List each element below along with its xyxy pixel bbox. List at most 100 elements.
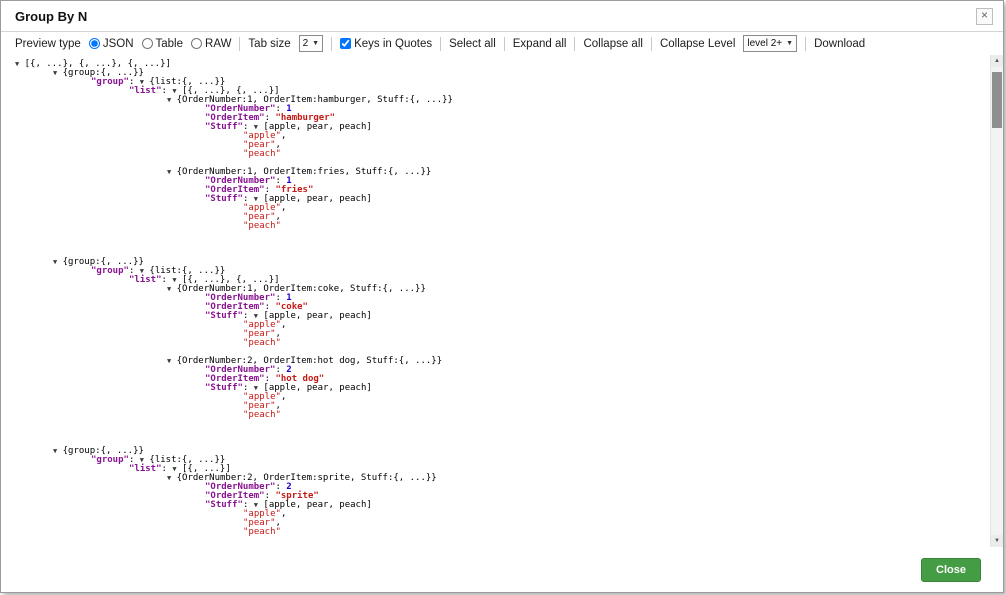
scroll-up-icon[interactable]: ▲: [991, 55, 1003, 67]
json-preview-text: :: [161, 275, 173, 285]
json-array-item: "peach": [243, 527, 281, 537]
json-preview-text: ,: [280, 509, 287, 519]
json-line: ▼ {OrderNumber:1, OrderItem:coke, Stuff:…: [15, 285, 989, 294]
json-line: "peach": [15, 411, 989, 420]
json-array-item: "apple": [243, 131, 281, 141]
collapse-triangle-icon[interactable]: ▼: [253, 501, 258, 509]
json-array-item: "pear": [243, 401, 276, 411]
json-line: "list": ▼ [{, ...}]: [15, 465, 989, 474]
json-preview-text: ,: [280, 203, 287, 213]
json-line: "OrderItem": "hamburger": [15, 114, 989, 123]
json-line: "peach": [15, 339, 989, 348]
json-preview-text: :: [128, 455, 140, 465]
toolbar-separator: [331, 36, 333, 51]
scrollbar-thumb[interactable]: [992, 72, 1002, 128]
collapse-triangle-icon[interactable]: ▼: [139, 456, 144, 464]
collapse-triangle-icon[interactable]: ▼: [139, 267, 144, 275]
vertical-scrollbar[interactable]: ▲ ▼: [990, 55, 1003, 547]
collapse-triangle-icon[interactable]: ▼: [253, 123, 258, 131]
json-key: "OrderItem": [205, 113, 265, 123]
json-viewer: ▼ [{, ...}, {, ...}, {, ...}]▼ {group:{,…: [1, 55, 1003, 547]
json-preview-text: :: [275, 293, 287, 303]
json-key: "group": [91, 77, 129, 87]
json-string-value: "sprite": [275, 491, 319, 501]
json-line: "Stuff": ▼ [apple, pear, peach]: [15, 312, 989, 321]
collapse-triangle-icon[interactable]: ▼: [53, 447, 58, 455]
json-radio[interactable]: [88, 38, 100, 49]
collapse-triangle-icon[interactable]: ▼: [53, 69, 58, 77]
json-preview-text: {list:{, ...}}: [144, 266, 226, 276]
json-preview-text: {OrderNumber:1, OrderItem:hamburger, Stu…: [171, 95, 453, 105]
json-preview-text: [apple, pear, peach]: [258, 383, 372, 393]
json-preview-text: :: [264, 302, 276, 312]
json-array-item: "apple": [243, 203, 281, 213]
collapse-triangle-icon[interactable]: ▼: [253, 195, 258, 203]
collapse-triangle-icon[interactable]: ▼: [172, 465, 177, 473]
json-line: "pear",: [15, 330, 989, 339]
json-line: ▼ {group:{, ...}}: [15, 447, 989, 456]
json-array-item: "pear": [243, 212, 276, 222]
json-line: "OrderNumber": 2: [15, 366, 989, 375]
expand-all-button[interactable]: Expand all: [512, 37, 567, 50]
select-all-button[interactable]: Select all: [449, 37, 496, 50]
json-preview-text: :: [275, 365, 287, 375]
collapse-triangle-icon[interactable]: ▼: [15, 60, 20, 68]
json-preview-text: ,: [275, 212, 281, 222]
json-preview-text: :: [242, 311, 254, 321]
raw-radio[interactable]: [191, 38, 203, 49]
table-radio[interactable]: [141, 38, 153, 49]
json-key: "Stuff": [205, 383, 243, 393]
json-preview-text: {group:{, ...}}: [57, 446, 144, 456]
preview-type-json-option[interactable]: JSON: [88, 37, 134, 50]
json-line: "OrderItem": "hot dog": [15, 375, 989, 384]
collapse-triangle-icon[interactable]: ▼: [167, 357, 172, 365]
collapse-triangle-icon[interactable]: ▼: [53, 258, 58, 266]
json-preview-text: {OrderNumber:1, OrderItem:coke, Stuff:{,…: [171, 284, 426, 294]
keys-in-quotes-checkbox[interactable]: [340, 38, 352, 49]
json-preview-text: [apple, pear, peach]: [258, 194, 372, 204]
toolbar: Preview type JSON Table RAW Tab size 2 ▼…: [1, 32, 1003, 55]
collapse-triangle-icon[interactable]: ▼: [253, 384, 258, 392]
json-preview-text: {group:{, ...}}: [57, 68, 144, 78]
collapse-triangle-icon[interactable]: ▼: [167, 168, 172, 176]
tab-size-label: Tab size: [248, 37, 291, 50]
collapse-level-select[interactable]: level 2+ ▼: [743, 35, 798, 52]
json-number-value: 2: [286, 365, 292, 375]
json-line: "OrderNumber": 2: [15, 483, 989, 492]
collapse-triangle-icon[interactable]: ▼: [167, 474, 172, 482]
json-line: ▼ [{, ...}, {, ...}, {, ...}]: [15, 60, 989, 69]
json-preview-text: [apple, pear, peach]: [258, 500, 372, 510]
json-preview-text: :: [128, 266, 140, 276]
json-radio-label: JSON: [102, 37, 134, 50]
json-key: "Stuff": [205, 311, 243, 321]
keys-in-quotes-option[interactable]: Keys in Quotes: [340, 38, 432, 50]
keys-in-quotes-label: Keys in Quotes: [354, 37, 433, 50]
json-preview-text: :: [264, 185, 276, 195]
dialog-titlebar: Group By N ×: [1, 1, 1003, 32]
preview-type-raw-option[interactable]: RAW: [191, 38, 231, 50]
json-preview-text: ,: [280, 320, 287, 330]
json-key: "list": [129, 86, 162, 96]
collapse-triangle-icon[interactable]: ▼: [172, 87, 177, 95]
json-line: "apple",: [15, 204, 989, 213]
json-key: "group": [91, 266, 129, 276]
json-string-value: "coke": [275, 302, 308, 312]
preview-type-table-option[interactable]: Table: [141, 38, 183, 50]
json-array-item: "apple": [243, 509, 281, 519]
json-key: "Stuff": [205, 122, 243, 132]
tab-size-select[interactable]: 2 ▼: [298, 35, 324, 52]
collapse-triangle-icon[interactable]: ▼: [167, 285, 172, 293]
close-button[interactable]: Close: [921, 557, 981, 582]
scroll-down-icon[interactable]: ▼: [991, 535, 1003, 547]
collapse-level-label: Collapse Level: [659, 37, 736, 50]
collapse-triangle-icon[interactable]: ▼: [172, 276, 177, 284]
collapse-triangle-icon[interactable]: ▼: [139, 78, 144, 86]
collapse-triangle-icon[interactable]: ▼: [253, 312, 258, 320]
close-icon[interactable]: ×: [976, 7, 993, 25]
collapse-all-button[interactable]: Collapse all: [583, 37, 643, 50]
download-button[interactable]: Download: [814, 37, 866, 50]
json-line: "OrderItem": "sprite": [15, 492, 989, 501]
collapse-triangle-icon[interactable]: ▼: [167, 96, 172, 104]
json-preview-text: ,: [275, 518, 281, 528]
json-key: "OrderNumber": [205, 293, 276, 303]
